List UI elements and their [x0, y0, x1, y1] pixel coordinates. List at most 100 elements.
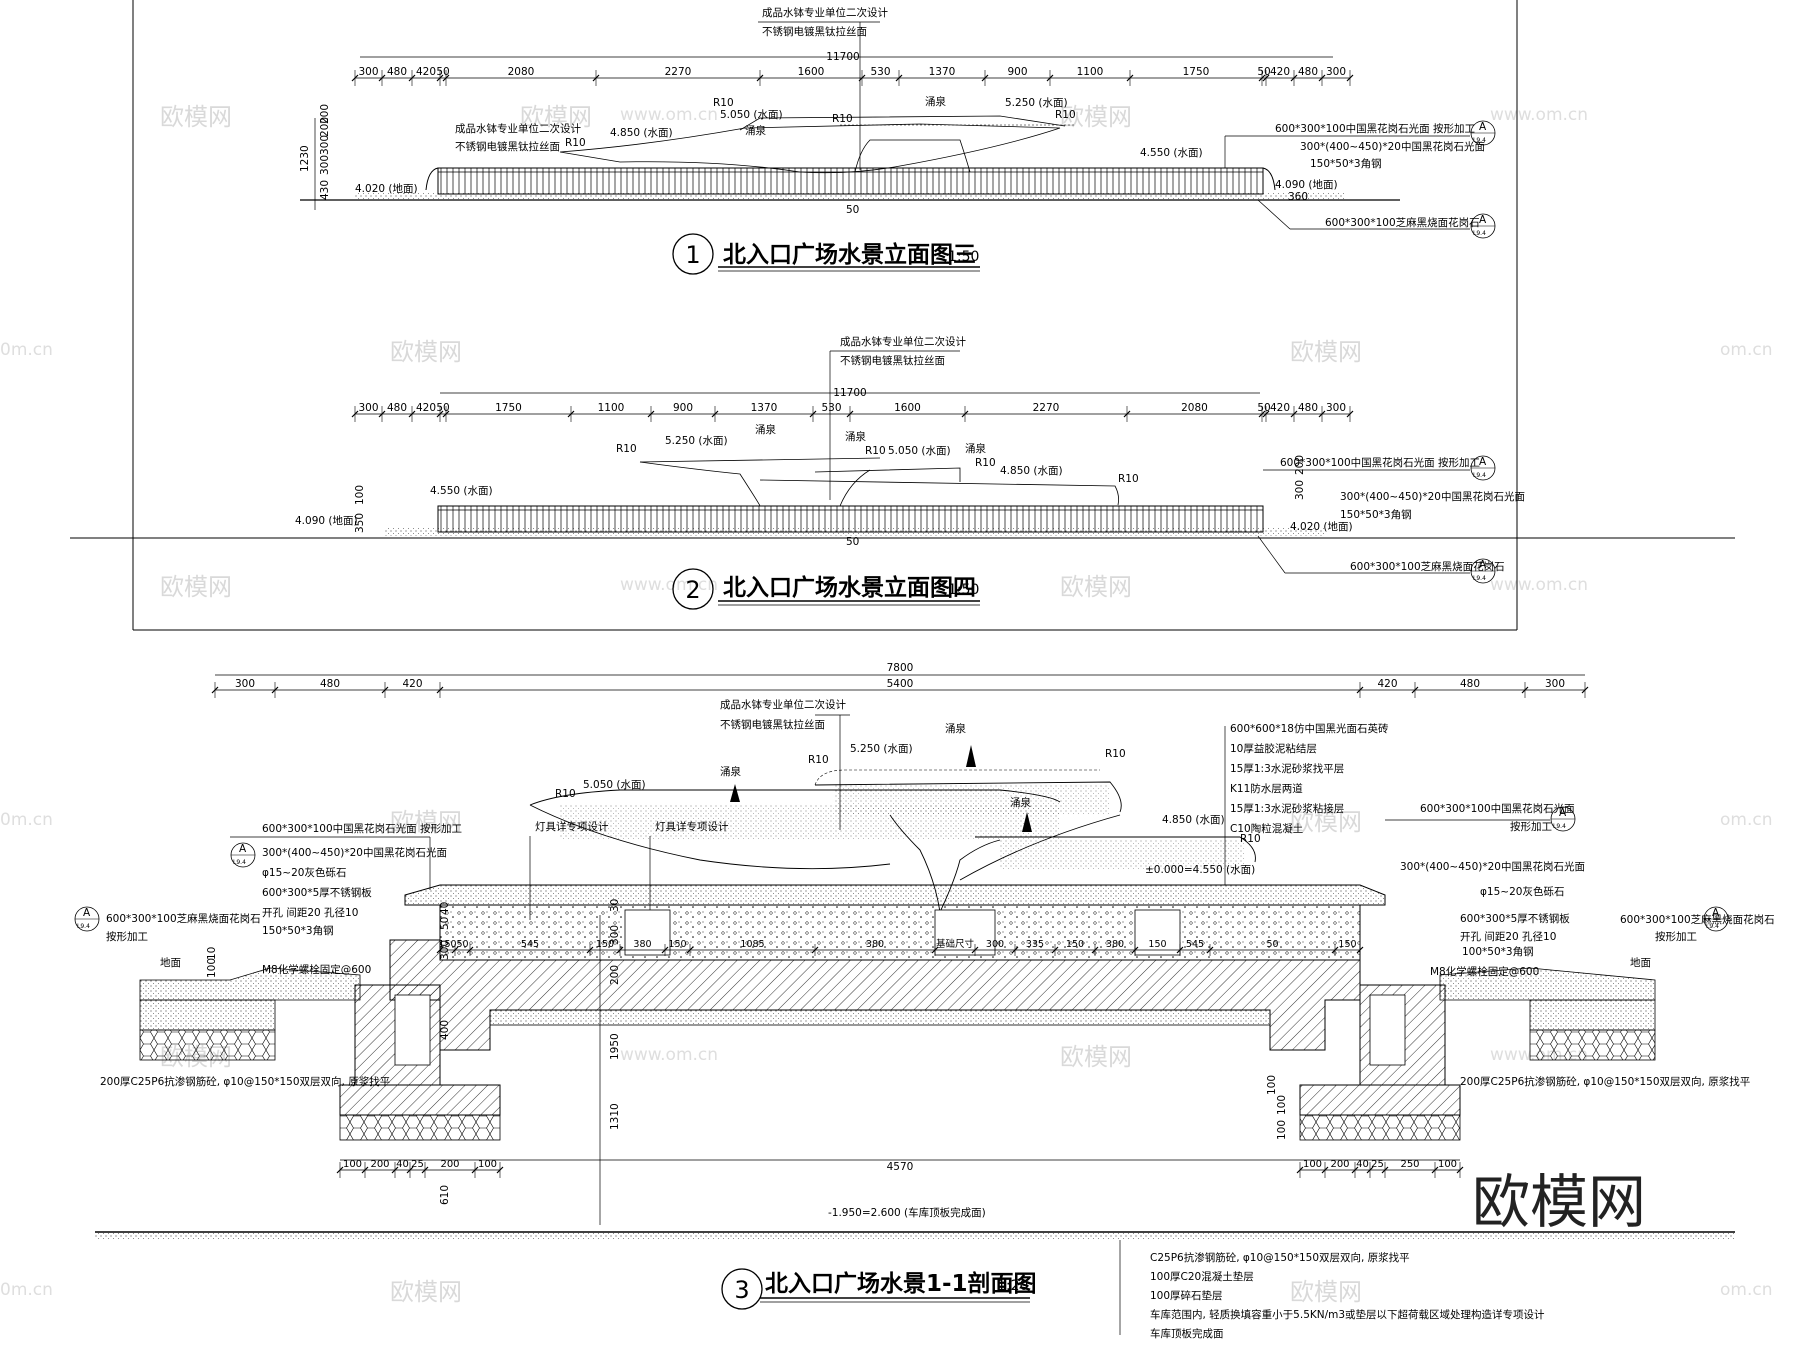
light-pit: [1134, 909, 1181, 956]
drawing-number: 3: [734, 1276, 749, 1304]
level-label: 4.090 (地面): [1275, 178, 1338, 191]
layer-note: 15厚1:3水泥砂浆粘接层: [1230, 802, 1344, 815]
detail-mark-bottom: L9.4: [233, 859, 246, 866]
watermark-site: www.om.cn: [620, 575, 718, 595]
detail-callout: A L9.4: [1470, 455, 1496, 481]
material-note: 600*300*5厚不锈钢板: [1460, 912, 1570, 925]
ground-base: [1529, 999, 1656, 1031]
dimension-label: 150: [1066, 939, 1084, 950]
watermark-site: www.om.cn: [620, 105, 718, 125]
vert-dim: 300: [319, 155, 331, 175]
watermark-site: www.om.cn: [1490, 105, 1588, 125]
vert-dim: 30: [609, 899, 621, 912]
layer-note: 100厚碎石垫层: [1150, 1289, 1223, 1302]
r10-label: R10: [1105, 748, 1126, 760]
r10-label: R10: [565, 137, 586, 149]
detail-mark-bottom: L9.4: [1473, 230, 1486, 237]
dimension-label: 545: [1186, 939, 1204, 950]
dimension-label: 150: [438, 939, 456, 950]
material-note: 600*300*100中国黑花岗石光面 按形加工: [1275, 122, 1475, 135]
dimension-label: 2080: [508, 66, 535, 78]
drain-trough: [1369, 994, 1406, 1066]
drawing-scale: 1:50: [948, 582, 979, 598]
dimension-label: 25: [411, 1159, 424, 1170]
dimension-label: 1750: [495, 402, 522, 414]
r10-label: R10: [808, 754, 829, 766]
dimension-label: 1100: [598, 402, 625, 414]
vert-dim: 100: [1276, 1120, 1288, 1140]
spec-note: 不锈钢电镀黑钛拉丝面: [720, 718, 825, 731]
r10-label: R10: [865, 445, 886, 457]
watermark-brand: 欧模网: [390, 1278, 462, 1306]
r10-label: R10: [713, 97, 734, 109]
watermark-site: 0m.cn: [0, 810, 53, 830]
dimension-label: 1600: [894, 402, 921, 414]
fountain-label: 涌泉: [745, 124, 766, 137]
footing: [1299, 1084, 1461, 1116]
level-label: 4.550 (水面): [1140, 147, 1203, 159]
detail-mark-bottom: L9.4: [1706, 923, 1719, 930]
material-note: φ15~20灰色砾石: [1480, 885, 1564, 898]
fountain-label: 涌泉: [945, 722, 966, 735]
material-note: M8化学螺栓固定@600: [262, 963, 371, 976]
dimension-label: 480: [1298, 66, 1318, 78]
detail-mark-top: A: [83, 907, 91, 919]
layer-note: C10陶粒混凝土: [1230, 822, 1303, 835]
watermark-brand: 欧模网: [1290, 1278, 1362, 1306]
r10-label: R10: [1055, 109, 1076, 121]
material-note: 开孔 间距20 孔径10: [262, 906, 358, 919]
material-note: 600*300*100中国黑花岗石光面 按形加工: [262, 822, 462, 835]
slab-note: 200厚C25P6抗渗钢筋砼, φ10@150*150双层双向, 原浆找平: [100, 1075, 390, 1088]
detail-mark-top: A: [1712, 907, 1720, 919]
detail-mark-bottom: L9.4: [1473, 575, 1486, 582]
dimension-label: 300: [986, 939, 1004, 950]
r10-label: R10: [832, 113, 853, 125]
watermark-brand: 欧模网: [160, 103, 232, 131]
drawing-number-circle: [721, 1268, 763, 1310]
level-label: 5.050 (水面): [720, 109, 783, 121]
material-note: 150*50*3角钢: [1340, 508, 1412, 521]
vert-dim: 430: [319, 180, 331, 200]
dimension-label: 1750: [1183, 66, 1210, 78]
detail-mark-top: A: [1479, 121, 1487, 133]
dimension-label: 40: [396, 1159, 409, 1170]
watermark-site: om.cn: [1720, 340, 1773, 360]
dimension-label: 150: [1148, 939, 1166, 950]
drawing-title: 北入口广场水景1-1剖面图: [765, 1270, 1037, 1297]
detail-mark-top: A: [239, 843, 247, 855]
watermark-brand: 欧模网: [520, 103, 592, 131]
dimension-label: 150: [1338, 939, 1356, 950]
material-note: 600*300*100芝麻黑烧面花岗石: [106, 912, 261, 925]
detail-mark-top: A: [1479, 214, 1487, 226]
ground-gravel: [139, 1029, 276, 1061]
dimension-label: 530: [870, 66, 890, 78]
fountain-nozzle: [730, 784, 740, 802]
dimension-label: 480: [387, 66, 407, 78]
material-note: 300*(400~450)*20中国黑花岗石光面: [1340, 490, 1525, 503]
dimension-label: 50: [456, 939, 468, 950]
ground-label: 地面: [1630, 956, 1651, 969]
material-note: 600*300*100芝麻黑烧面花岗石: [1350, 560, 1505, 573]
watermark-brand: 欧模网: [390, 338, 462, 366]
material-note: 300*(400~450)*20中国黑花岗石光面: [1400, 860, 1585, 873]
vert-dim: 610: [439, 1185, 451, 1205]
layer-note: 15厚1:3水泥砂浆找平层: [1230, 762, 1344, 775]
dimension-label: 900: [673, 402, 693, 414]
watermark-site: om.cn: [1720, 810, 1773, 830]
watermark-layer: 欧模网 欧模网 欧模网 欧模网 欧模网 欧模网 欧模网 欧模网 欧模网 欧模网 …: [0, 103, 1773, 1306]
level-label: 4.550 (水面): [430, 485, 493, 497]
vert-dim: 1230: [299, 145, 311, 172]
r10-label: R10: [555, 788, 576, 800]
material-note: φ15~20灰色砾石: [262, 866, 346, 879]
fountain-nozzle: [1022, 812, 1032, 832]
vert-dim: 100: [1276, 1095, 1288, 1115]
ground-label: 地面: [160, 956, 181, 969]
vert-dim: 10: [206, 947, 218, 960]
dimension-label: 300: [1545, 678, 1565, 690]
vert-dim: 200: [609, 965, 621, 985]
dimension-label: 545: [521, 939, 539, 950]
layer-note: 10厚益胶泥粘结层: [1230, 742, 1317, 755]
spec-note: 成品水钵专业单位二次设计: [455, 122, 581, 135]
